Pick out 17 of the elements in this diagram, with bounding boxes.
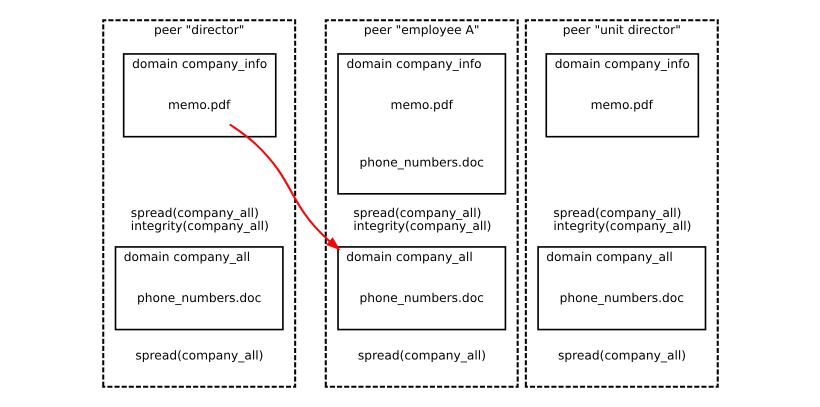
node-label: spread(company_all) [558,348,686,362]
node-text: phone_numbers.doc [136,291,261,306]
node-label: integrity(company_all) [352,219,491,234]
node-text: phone_numbers.doc [359,155,484,170]
arrow [228,124,340,250]
node-label: spread(company_all) [357,348,486,362]
node-label: spread(company_all) [134,348,263,362]
node-text: phone_numbers.doc [559,291,684,306]
node-text: memo.pdf [590,98,652,112]
node-label: integrity(company_all) [130,219,268,234]
node-text: memo.pdf [168,98,230,112]
node-label: integrity(company_all) [552,219,691,234]
node-text: memo.pdf [390,98,452,112]
node-text: phone_numbers.doc [359,291,484,306]
node-label: spread(company_all) [130,206,258,220]
node-label: spread(company_all) [352,206,481,220]
node-label: spread(company_all) [552,206,681,220]
